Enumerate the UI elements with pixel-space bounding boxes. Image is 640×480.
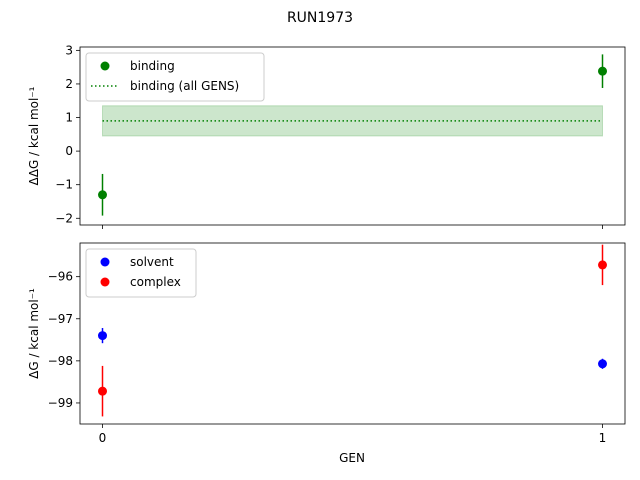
data-point — [98, 190, 107, 200]
y-axis-label: ΔΔG / kcal mol⁻¹ — [27, 86, 41, 185]
legend: binding binding (all GENS) — [85, 52, 265, 102]
legend-box — [85, 52, 265, 102]
bottom-panel: −99 −98 −97 −96 0 1 ΔG / kcal mol⁻¹ solvent comp… — [27, 242, 626, 445]
data-point — [98, 386, 107, 396]
figure-title: RUN1973 — [287, 10, 353, 26]
axes-frame — [79, 242, 626, 425]
x-axis-label: GEN — [339, 451, 365, 465]
y-tick-label: −99 — [48, 396, 73, 410]
axes-frame — [79, 46, 626, 226]
legend-label: binding — [130, 59, 175, 73]
legend-label: solvent — [130, 255, 174, 269]
y-tick-label: −96 — [48, 270, 73, 284]
data-point — [598, 66, 607, 76]
y-axis-label: ΔG / kcal mol⁻¹ — [27, 288, 41, 379]
y-tick-label: 2 — [65, 77, 73, 91]
legend-label: binding (all GENS) — [130, 79, 239, 93]
legend: solvent complex — [85, 248, 197, 298]
x-tick-label: 1 — [599, 431, 607, 445]
legend-label: complex — [130, 275, 181, 289]
y-tick-label: 0 — [65, 144, 73, 158]
y-tick-label: −98 — [48, 354, 73, 368]
y-tick-label: −1 — [55, 178, 73, 192]
y-tick-label: 3 — [65, 43, 73, 57]
data-point — [98, 331, 107, 341]
x-tick-label: 0 — [99, 431, 107, 445]
legend-marker — [100, 61, 110, 71]
y-tick-label: −97 — [48, 312, 73, 326]
y-tick-label: 1 — [65, 111, 73, 125]
legend-box — [85, 248, 197, 298]
legend-marker — [100, 257, 110, 267]
data-point — [598, 260, 607, 270]
data-point — [598, 359, 607, 369]
legend-marker — [100, 277, 110, 287]
y-tick-label: −2 — [55, 211, 73, 225]
